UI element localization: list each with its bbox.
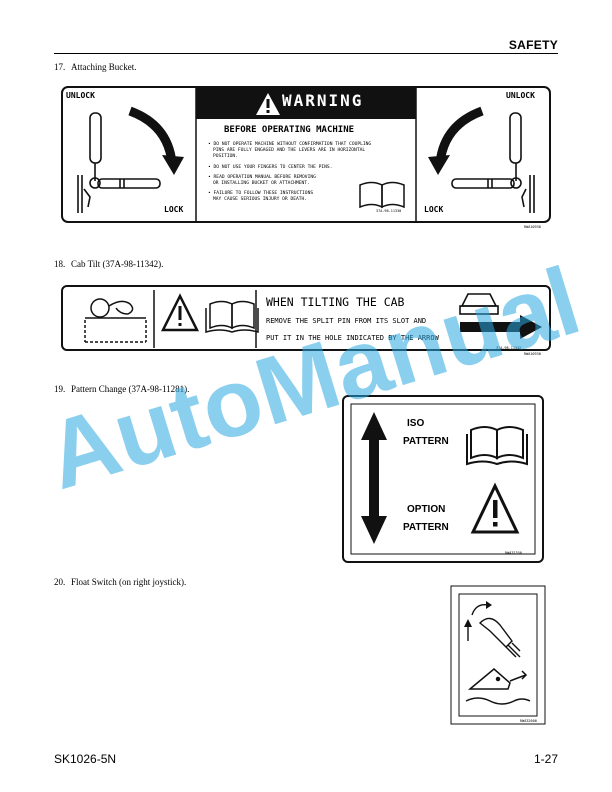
split-pin-icon <box>84 298 147 343</box>
joystick-icon <box>464 601 521 658</box>
book-icon <box>359 181 405 209</box>
cab-part-number: 37A-98-11342 <box>496 346 522 350</box>
option-pattern-label: PATTERN <box>403 522 449 533</box>
cab-tilt-decal: WHEN TILTING THE CAB REMOVE THE SPLIT PI… <box>60 284 552 356</box>
attaching-bucket-decal: UNLOCK LOCK UNLOCK LOCK WARNING BEFORE O… <box>60 85 552 229</box>
warning-triangle-icon <box>470 482 520 534</box>
cab-icon <box>459 293 499 315</box>
iso-pattern-label: PATTERN <box>403 436 449 447</box>
cab-instruction-line-2: PUT IT IN THE HOLE INDICATED BY THE ARRO… <box>266 334 439 342</box>
footer-page-number: 1-27 <box>533 752 558 766</box>
iso-label: ISO <box>407 418 425 429</box>
bucket-decal-graphic <box>61 86 551 223</box>
pattern-decal-graphic <box>342 395 544 563</box>
unlock-label-left: UNLOCK <box>66 91 95 100</box>
warning-subtitle: BEFORE OPERATING MACHINE <box>224 125 355 135</box>
pattern-change-decal: ISO PATTERN OPTION PATTERN RWA32350 <box>341 394 545 566</box>
bucket-icon <box>465 668 531 705</box>
header-rule <box>54 53 558 54</box>
caption-item-18: 18.Cab Tilt (37A-98-11342). <box>54 259 164 269</box>
float-decal-graphic <box>450 585 546 725</box>
caption-item-19: 19.Pattern Change (37A-98-11281). <box>54 384 190 394</box>
book-icon <box>205 300 259 333</box>
pattern-ref-code: RWA32350 <box>505 551 522 555</box>
section-title: SAFETY <box>508 38 558 52</box>
double-arrow-icon <box>361 412 387 544</box>
cab-ref-code: RWA10930 <box>524 352 541 356</box>
footer-model: SK1026-5N <box>54 752 117 766</box>
lock-label-right: LOCK <box>424 205 444 214</box>
option-label: OPTION <box>407 504 446 515</box>
caption-item-20: 20.Float Switch (on right joystick). <box>54 577 187 587</box>
direction-arrow-icon <box>460 315 542 339</box>
book-icon <box>466 426 528 466</box>
float-switch-decal: RWA32600 <box>450 585 546 725</box>
float-ref-code: RWA32600 <box>520 719 537 723</box>
lock-label-left: LOCK <box>164 205 184 214</box>
cab-warning-title: WHEN TILTING THE CAB <box>266 295 405 309</box>
bucket-ref-code: RWA10930 <box>524 225 541 229</box>
warning-heading: WARNING <box>282 91 364 110</box>
warning-triangle-icon <box>160 293 200 332</box>
bucket-part-number: 37A-98-11330 <box>376 209 402 213</box>
unlock-label-right: UNLOCK <box>506 91 535 100</box>
caption-item-17: 17.Attaching Bucket. <box>54 62 137 72</box>
warning-instructions: • DO NOT OPERATE MACHINE WITHOUT CONFIRM… <box>208 142 372 203</box>
cab-instruction-line-1: REMOVE THE SPLIT PIN FROM ITS SLOT AND <box>266 317 427 325</box>
cab-decal-graphic <box>61 285 551 351</box>
